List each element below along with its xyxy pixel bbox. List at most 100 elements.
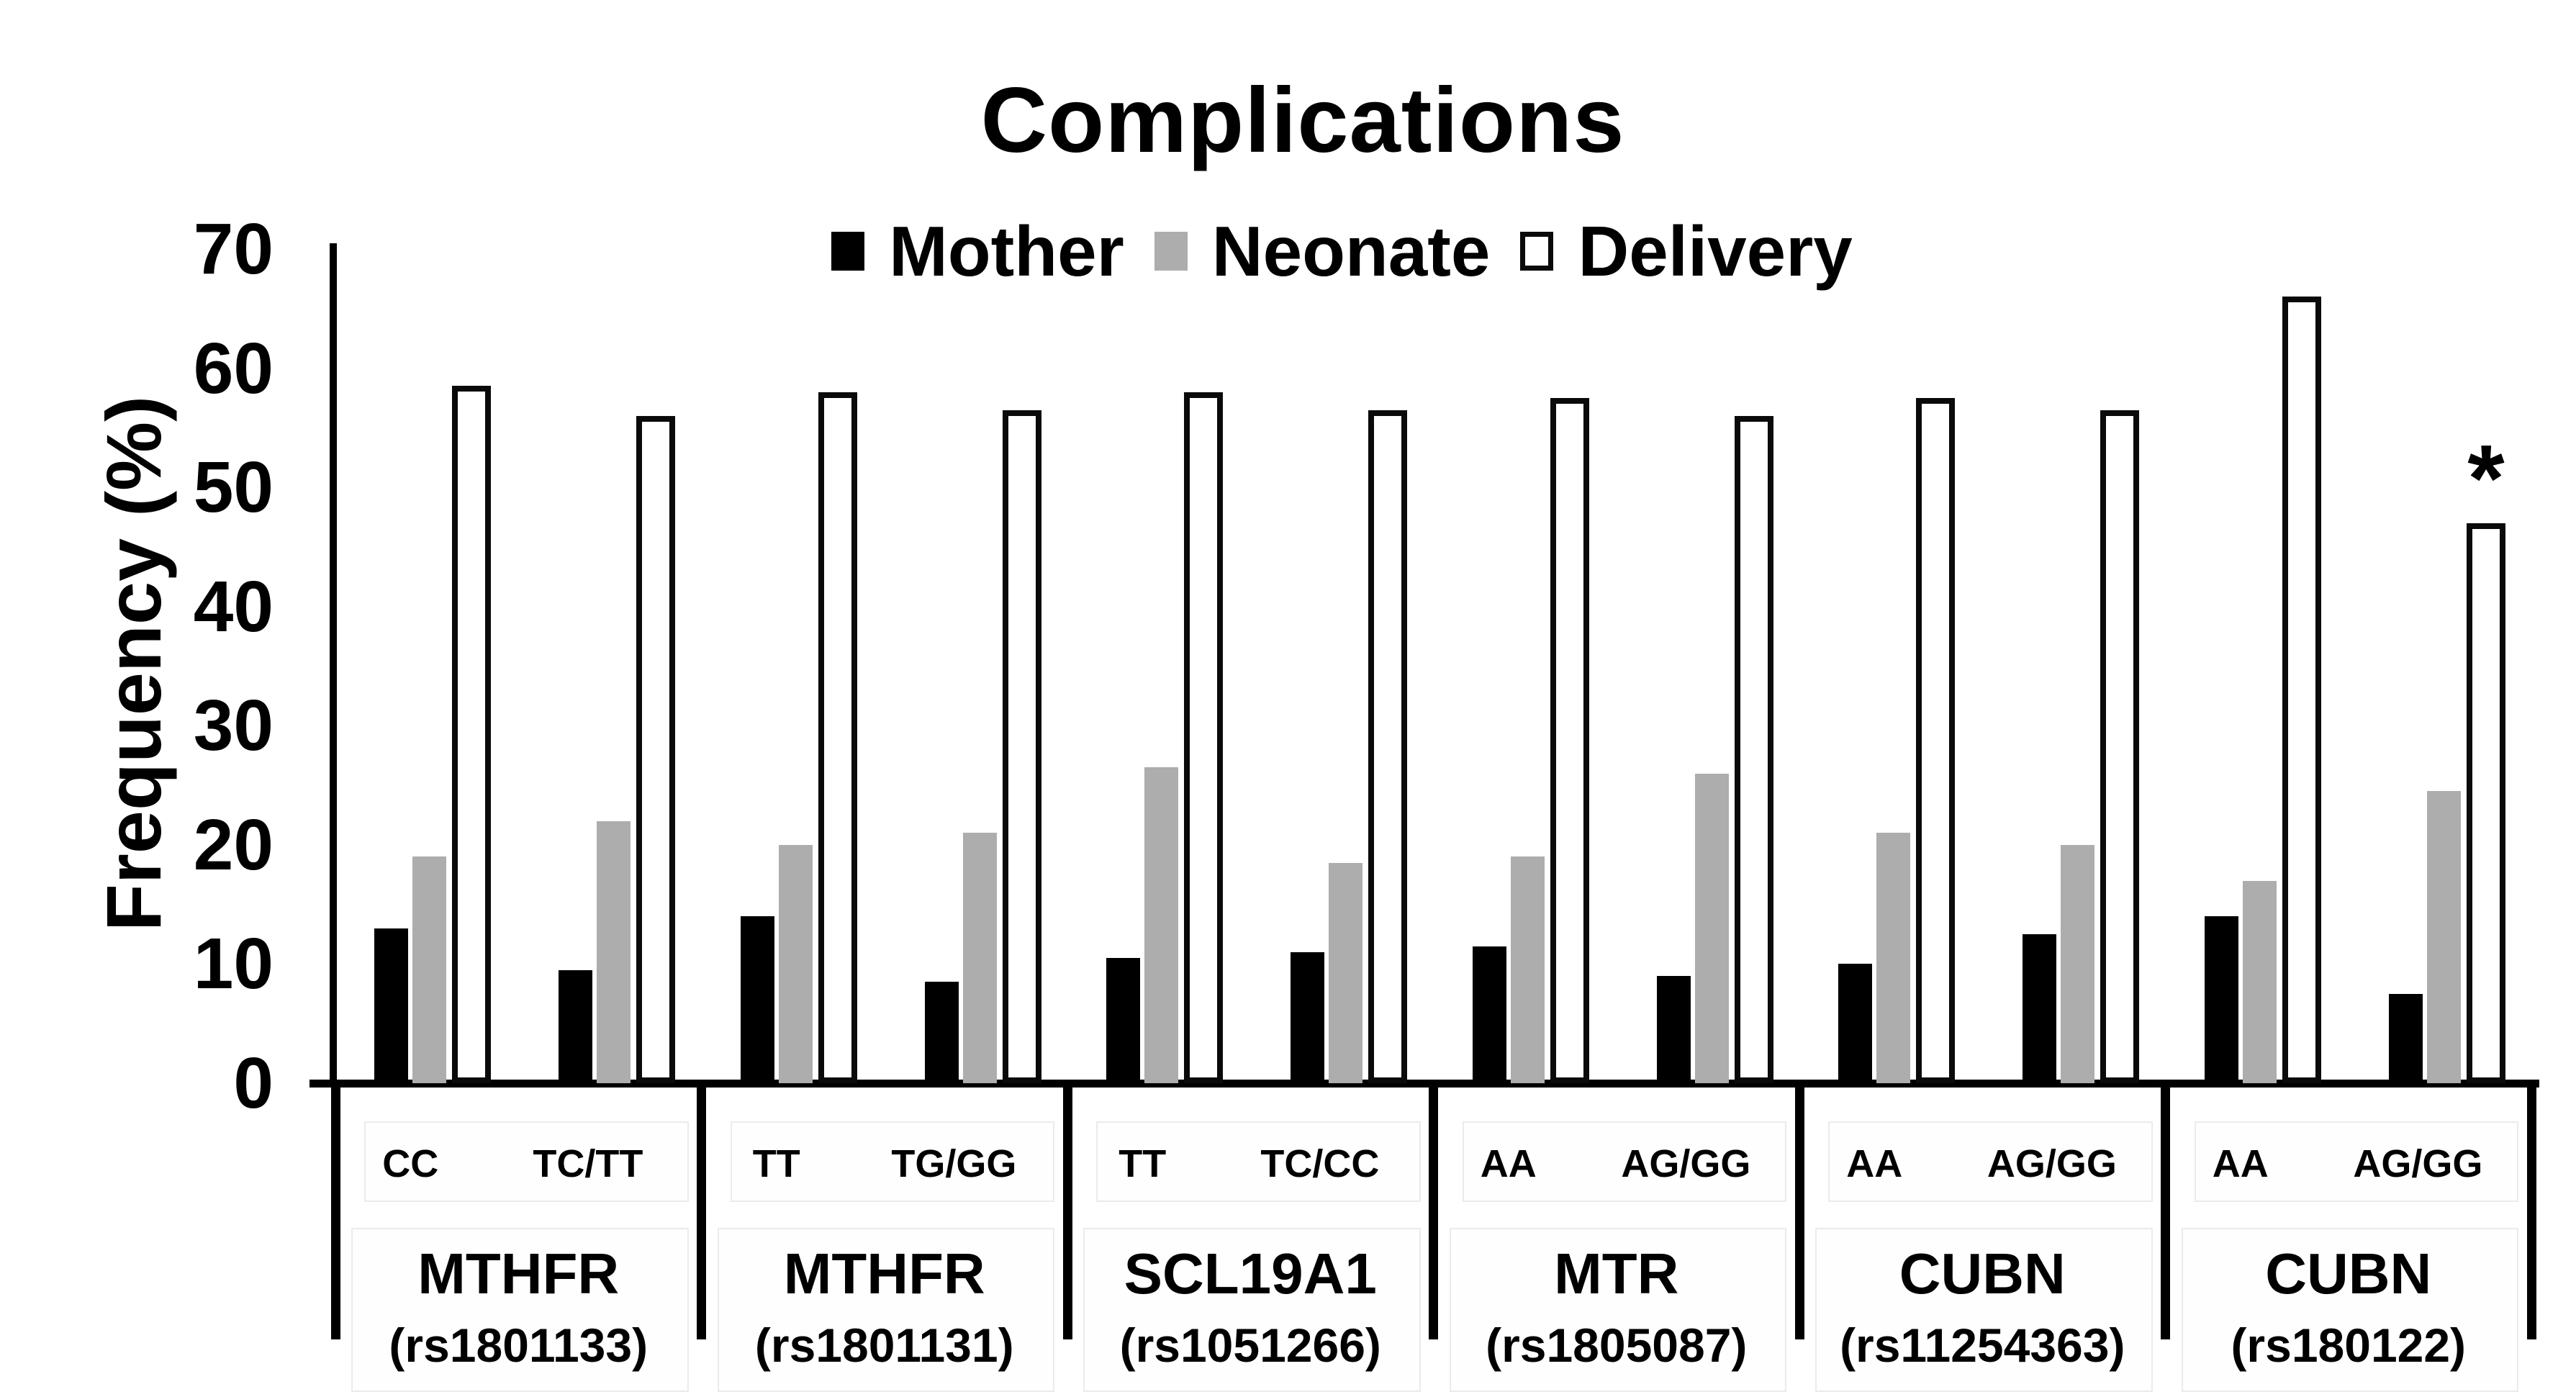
genotype-label: TT <box>752 1142 800 1185</box>
group-separator <box>2526 1082 2536 1339</box>
gene-row-box <box>2181 1228 2518 1392</box>
group-separator <box>1062 1082 1072 1339</box>
bar-mother <box>1106 958 1141 1083</box>
bar-mother <box>1838 964 1873 1083</box>
legend-label-neonate: Neonate <box>1211 212 1491 291</box>
group-separator <box>330 1082 340 1339</box>
y-tick-label: 30 <box>193 685 274 767</box>
genotype-label: AG/GG <box>1621 1142 1751 1185</box>
genotype-row-box <box>1828 1121 2153 1202</box>
gene-label: CUBN <box>2265 1242 2432 1306</box>
y-tick-label: 70 <box>193 209 274 289</box>
bar-neonate <box>2242 880 2277 1083</box>
legend-swatch-neonate-icon <box>1154 232 1188 271</box>
genotype-label: TC/TT <box>533 1142 643 1185</box>
y-tick-label: 50 <box>193 447 274 528</box>
bar-delivery <box>2282 297 2321 1083</box>
bar-mother <box>924 982 959 1083</box>
x-axis-line <box>309 1080 2539 1088</box>
y-tick-label: 20 <box>193 804 274 885</box>
bar-delivery <box>636 415 676 1083</box>
gene-row-box <box>1449 1228 1786 1392</box>
legend-item-mother: Mother <box>831 216 1124 286</box>
bar-mother <box>2204 916 2238 1083</box>
bar-mother <box>1291 951 1325 1083</box>
genotype-label: AA <box>2212 1142 2269 1185</box>
y-tick-label: 10 <box>193 923 274 1005</box>
bar-neonate <box>1510 856 1545 1083</box>
genotype-row-box <box>2194 1121 2518 1202</box>
bar-neonate <box>778 844 813 1083</box>
bar-delivery <box>1550 397 1589 1083</box>
gene-label: MTHFR <box>417 1242 620 1306</box>
bar-neonate <box>1876 833 1911 1083</box>
genotype-label: CC <box>382 1142 439 1185</box>
rs-id-label: (rs11254363) <box>1840 1319 2125 1372</box>
bar-neonate <box>2061 844 2095 1083</box>
gene-row-box <box>351 1228 689 1392</box>
legend-swatch-mother-icon <box>831 232 865 271</box>
legend-item-delivery: Delivery <box>1520 212 1853 291</box>
gene-row-box <box>717 1228 1054 1392</box>
bar-mother <box>740 916 774 1083</box>
bar-neonate <box>412 856 447 1083</box>
bar-delivery <box>1368 410 1408 1083</box>
legend-swatch-delivery-icon <box>1520 232 1554 271</box>
gene-label: SCL19A1 <box>1124 1242 1377 1306</box>
genotype-label: AA <box>1846 1142 1903 1185</box>
bar-delivery <box>818 392 857 1083</box>
rs-id-label: (rs1801131) <box>754 1319 1014 1372</box>
gene-label: MTR <box>1554 1242 1679 1306</box>
chart-title: Complications <box>980 69 1625 172</box>
y-tick-label: 60 <box>193 327 274 409</box>
bar-delivery <box>2466 523 2505 1083</box>
group-separator <box>1794 1082 1804 1339</box>
legend-label-mother: Mother <box>889 212 1124 291</box>
significance-asterisk: * <box>2467 425 2505 531</box>
bar-delivery <box>1184 392 1224 1083</box>
genotype-row-box <box>1462 1121 1786 1202</box>
gene-label: CUBN <box>1899 1242 2066 1306</box>
group-separator <box>2161 1082 2170 1339</box>
rs-id-label: (rs1051266) <box>1119 1319 1381 1372</box>
bar-neonate <box>1694 773 1729 1083</box>
genotype-row-box <box>1096 1121 1421 1202</box>
genotype-label: AG/GG <box>1987 1142 2117 1185</box>
bar-mother <box>2388 993 2423 1083</box>
y-tick-label: 0 <box>233 1043 274 1124</box>
y-axis-line <box>330 243 337 1087</box>
genotype-label: TT <box>1118 1142 1167 1185</box>
bar-neonate <box>1329 862 1363 1083</box>
bar-delivery <box>1734 415 1773 1083</box>
bar-delivery <box>2100 410 2140 1083</box>
bar-neonate <box>962 833 997 1083</box>
legend-label-delivery: Delivery <box>1578 212 1853 291</box>
legend-item-neonate: Neonate <box>1154 212 1491 291</box>
rs-id-label: (rs180122) <box>2231 1319 2467 1372</box>
bar-delivery <box>1002 410 1041 1083</box>
rs-id-label: (rs1801133) <box>389 1319 648 1372</box>
group-separator <box>1429 1082 1438 1339</box>
genotype-label: TG/GG <box>891 1142 1017 1185</box>
bar-mother <box>559 969 593 1083</box>
bar-mother <box>2023 934 2057 1083</box>
legend: Mother Neonate Delivery <box>108 216 2576 286</box>
bar-mother <box>1472 946 1506 1083</box>
gene-label: MTHFR <box>783 1242 985 1306</box>
gene-row-box <box>1815 1228 2153 1392</box>
group-separator <box>697 1082 706 1339</box>
rs-id-label: (rs1805087) <box>1486 1319 1748 1372</box>
bar-delivery <box>1916 397 1956 1083</box>
genotype-row-box <box>364 1121 689 1202</box>
genotype-label: TC/CC <box>1260 1142 1380 1185</box>
genotype-row-box <box>730 1121 1054 1202</box>
bar-delivery <box>452 386 492 1083</box>
gene-row-box <box>1083 1228 1421 1392</box>
bar-mother <box>374 928 409 1083</box>
y-tick-label: 40 <box>193 566 274 647</box>
bar-neonate <box>1144 767 1179 1083</box>
genotype-label: AA <box>1480 1142 1537 1185</box>
bar-neonate <box>597 820 631 1083</box>
bar-neonate <box>2426 791 2461 1083</box>
